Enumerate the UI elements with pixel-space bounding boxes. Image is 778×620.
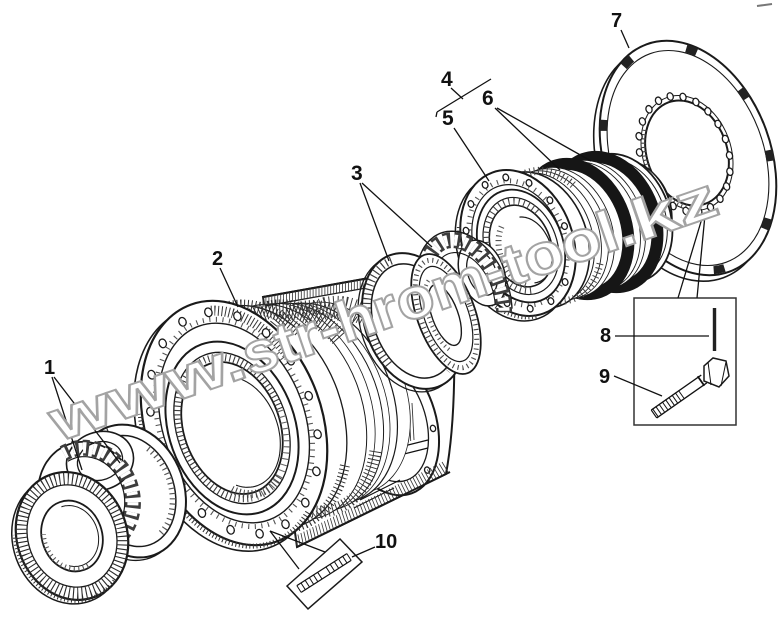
svg-text:1: 1 xyxy=(44,357,55,379)
svg-text:7: 7 xyxy=(611,10,622,32)
svg-text:6: 6 xyxy=(482,87,494,110)
svg-text:10: 10 xyxy=(375,531,397,553)
svg-text:8: 8 xyxy=(600,325,611,347)
svg-text:4: 4 xyxy=(441,68,453,91)
svg-text:9: 9 xyxy=(599,366,610,388)
svg-text:2: 2 xyxy=(212,248,223,270)
svg-text:5: 5 xyxy=(442,107,454,130)
svg-text:3: 3 xyxy=(351,162,363,185)
